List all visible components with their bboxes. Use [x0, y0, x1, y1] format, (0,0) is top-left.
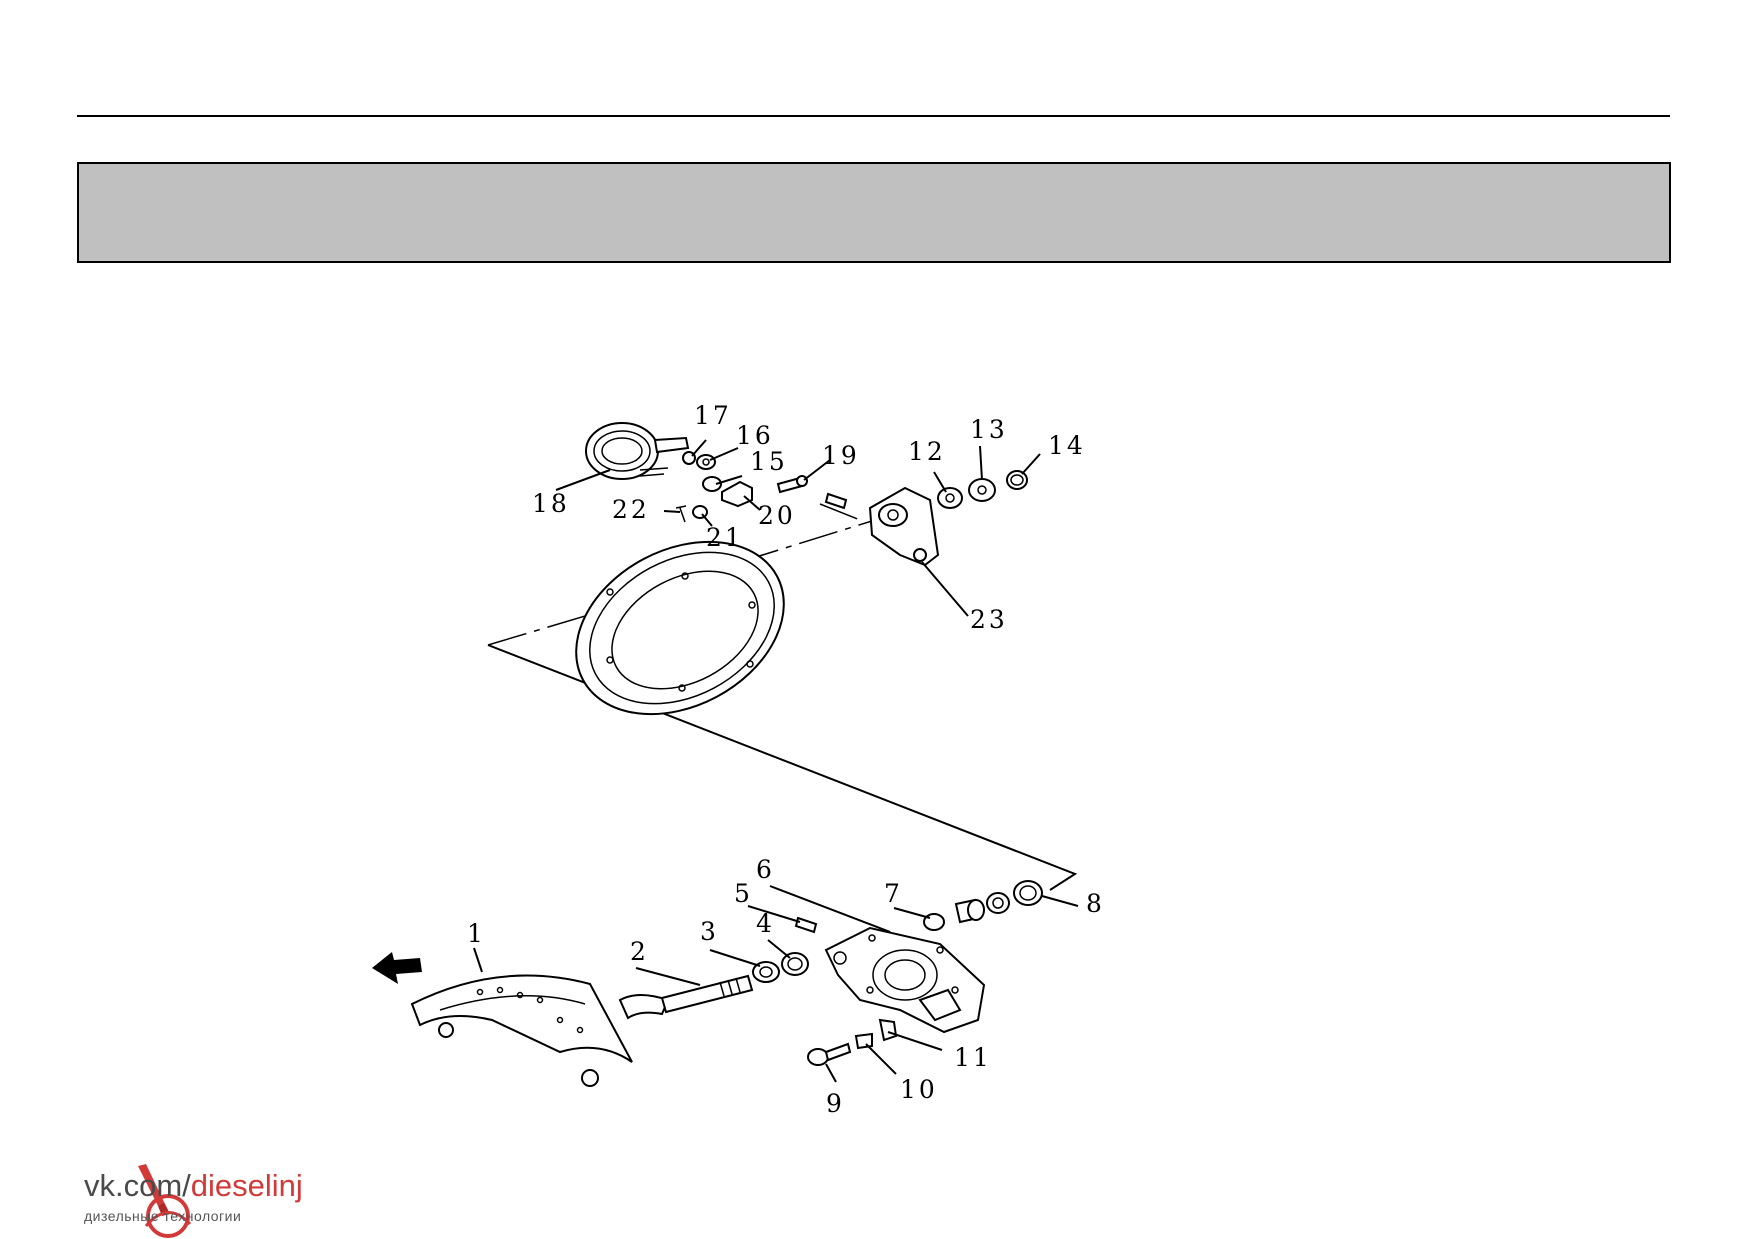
callout-10: 10	[900, 1075, 938, 1104]
callout-14: 14	[1048, 431, 1086, 460]
callout-21: 21	[706, 523, 744, 552]
part-6-camshaft-bracket	[824, 926, 986, 1034]
part-5-grease-fitting	[794, 916, 818, 934]
callout-11: 11	[954, 1043, 992, 1072]
callout-16: 16	[736, 421, 774, 450]
part-3-washer	[752, 961, 780, 983]
part-9-bolt	[807, 1042, 852, 1066]
callout-3: 3	[700, 917, 719, 946]
callout-4: 4	[756, 909, 775, 938]
part-8-bushing	[1013, 880, 1043, 906]
part-16-washer	[696, 454, 716, 470]
part-12-washer	[937, 487, 963, 509]
callout-23: 23	[970, 605, 1008, 634]
part-20-clevis	[721, 480, 753, 508]
seal-ring	[986, 892, 1010, 914]
callout-19: 19	[822, 441, 860, 470]
header-band	[77, 162, 1671, 263]
callout-6: 6	[756, 855, 775, 884]
callout-2: 2	[630, 937, 649, 966]
callout-5: 5	[734, 879, 753, 908]
callout-12: 12	[908, 437, 946, 466]
part-10-lock-plate	[854, 1032, 873, 1050]
part-19-pin	[776, 475, 808, 494]
callout-labels: 1 2 3 4 5 6 7 8 9 10 11 12 13 14 15 16 1…	[467, 401, 1105, 1118]
callout-8: 8	[1086, 889, 1105, 918]
callout-18: 18	[532, 489, 570, 518]
callout-17: 17	[694, 401, 732, 430]
direction-arrow-icon	[372, 952, 422, 984]
bushing-a	[954, 898, 985, 924]
callout-leaders	[473, 439, 1079, 1083]
part-15-nut	[702, 476, 722, 492]
callout-13: 13	[970, 415, 1008, 444]
callout-9: 9	[826, 1089, 845, 1118]
part-13-plate	[968, 478, 996, 502]
dust-shield-ring	[575, 540, 785, 716]
watermark-site: vk.com/dieselinj	[84, 1168, 303, 1204]
assembly-lines	[487, 503, 1078, 891]
part-18-brake-chamber	[585, 422, 690, 480]
part-14-ring	[1006, 470, 1028, 490]
part-11-plate	[878, 1018, 898, 1042]
watermark-tagline: дизельные технологии	[84, 1208, 242, 1224]
watermark-logo-icon	[138, 1164, 192, 1238]
grease-fitting	[824, 492, 848, 510]
watermark-site-name: dieselinj	[190, 1168, 303, 1203]
part-23-bracket	[868, 486, 940, 567]
callout-15: 15	[750, 447, 788, 476]
top-rule	[77, 115, 1670, 117]
part-2-camshaft	[618, 974, 754, 1020]
callout-7: 7	[884, 879, 903, 908]
callout-22: 22	[612, 495, 650, 524]
part-4-seal	[781, 952, 809, 976]
watermark-site-prefix: vk.com/	[84, 1168, 191, 1203]
part-1-brake-shoe	[410, 974, 633, 1087]
callout-1: 1	[467, 919, 486, 948]
callout-20: 20	[758, 501, 796, 530]
part-22-cotter-pin	[675, 505, 687, 523]
